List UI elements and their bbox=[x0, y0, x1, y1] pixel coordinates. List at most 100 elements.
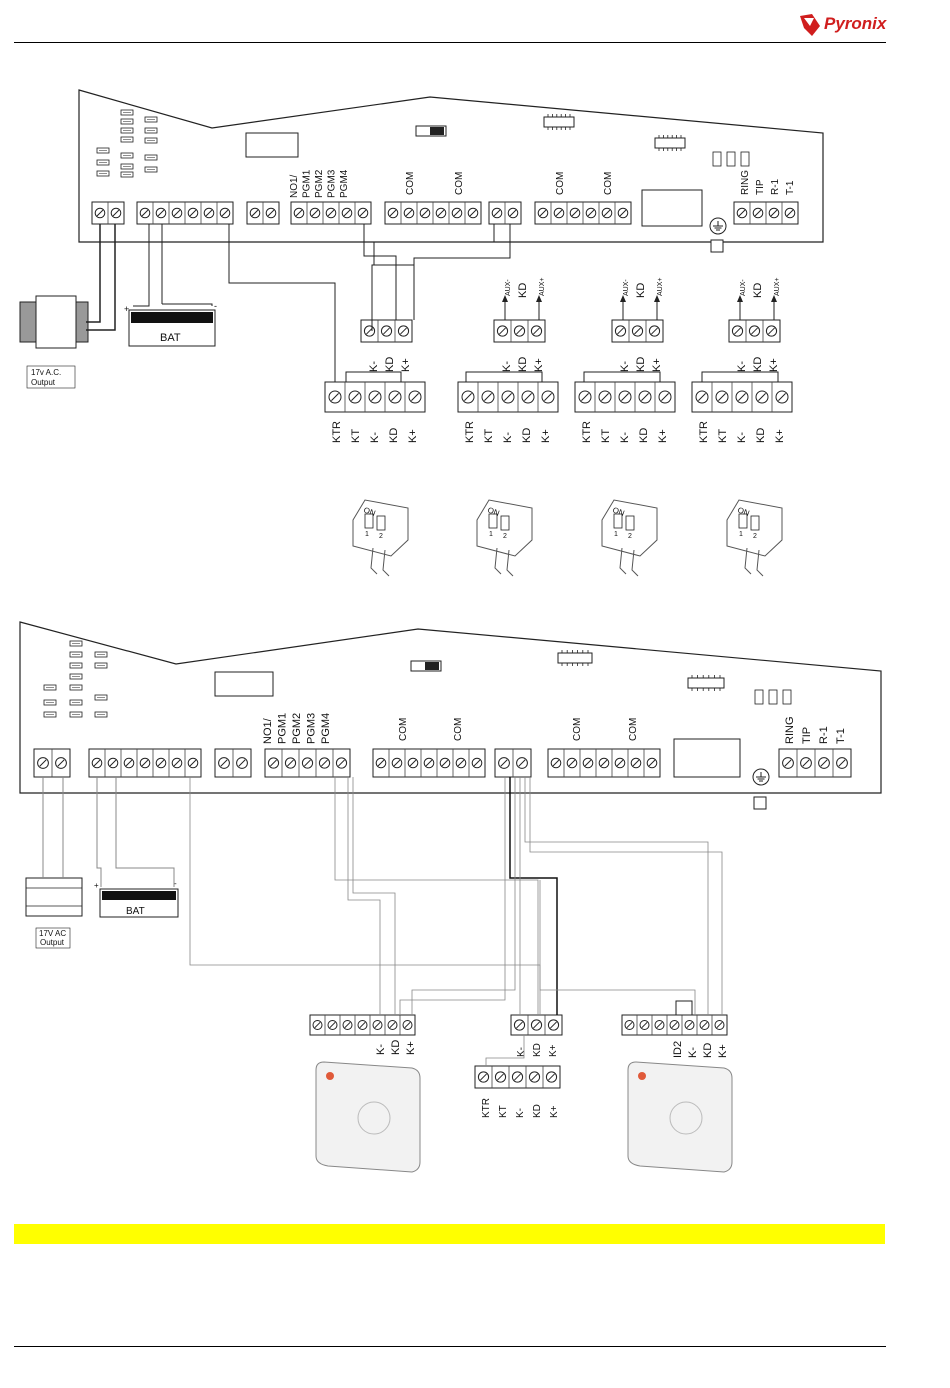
device-terminal-label: K+ bbox=[405, 1041, 417, 1055]
dip-number-label: 2 bbox=[753, 533, 757, 540]
keypad-terminal-label: KD bbox=[388, 428, 400, 443]
screw-slot bbox=[617, 327, 624, 335]
screw-slot bbox=[616, 759, 624, 767]
line-label: TIP bbox=[801, 727, 813, 744]
wire bbox=[86, 224, 116, 331]
pgm-label: PGM3 bbox=[327, 169, 338, 198]
wire bbox=[509, 777, 558, 1015]
device-terminal-label: KD bbox=[390, 1040, 402, 1055]
dip-on-label: ON bbox=[486, 505, 501, 518]
pgm-label: PGM2 bbox=[291, 713, 303, 744]
device-logo-icon bbox=[669, 1101, 703, 1135]
screw-slot bbox=[343, 209, 351, 217]
screw-slot bbox=[409, 759, 417, 767]
transformer-label-box bbox=[35, 927, 71, 949]
arrow-head-icon bbox=[502, 295, 508, 302]
device-terminal-label: ID2 bbox=[672, 1041, 684, 1058]
screw-slot bbox=[539, 209, 547, 217]
screw-slot bbox=[314, 1021, 321, 1029]
transformer-icon bbox=[25, 877, 83, 917]
aux-minus-label: AUX- bbox=[740, 279, 747, 296]
component-icon bbox=[768, 689, 778, 705]
screw-slot bbox=[632, 759, 640, 767]
device-terminal-label: KD bbox=[532, 1104, 543, 1118]
wire bbox=[485, 1035, 525, 1066]
screw-slot bbox=[509, 209, 517, 217]
screw-slot bbox=[802, 759, 810, 767]
keypad-port-label: KD bbox=[752, 357, 764, 372]
keypad-terminal-label: K+ bbox=[657, 429, 669, 443]
keypad-terminal-label: KD bbox=[521, 428, 533, 443]
screw-slot bbox=[39, 759, 47, 767]
keypad-port-label: K- bbox=[368, 361, 380, 372]
screw-slot bbox=[634, 327, 641, 335]
com-label: COM bbox=[405, 172, 416, 195]
screw-slot bbox=[389, 1021, 396, 1029]
screw-slot bbox=[304, 759, 311, 767]
screw-slot bbox=[221, 209, 229, 217]
keypad-terminal-label: K- bbox=[502, 432, 514, 443]
keypad-port-label: K+ bbox=[651, 358, 663, 372]
dip-lever-2 bbox=[750, 515, 760, 531]
module-box bbox=[641, 189, 703, 227]
dip-lever-1 bbox=[488, 513, 498, 529]
device-terminal-label: K+ bbox=[549, 1105, 560, 1118]
device-terminal-label: K+ bbox=[717, 1044, 729, 1058]
screw-slot bbox=[383, 327, 390, 335]
screw-slot bbox=[391, 393, 399, 401]
transformer-core bbox=[19, 301, 37, 343]
arrow-head-icon bbox=[536, 295, 542, 302]
keypad-port-label: KD bbox=[635, 357, 647, 372]
screw-slot bbox=[738, 209, 746, 217]
wire bbox=[363, 224, 397, 320]
device-terminal-label: KD bbox=[532, 1043, 543, 1057]
screw-slot bbox=[329, 1021, 336, 1029]
screw-slot bbox=[93, 759, 101, 767]
screw-slot bbox=[267, 209, 275, 217]
dip-on-label: ON bbox=[611, 505, 626, 518]
screw-slot bbox=[600, 759, 608, 767]
screw-slot bbox=[656, 1021, 663, 1029]
screw-slot bbox=[524, 393, 532, 401]
com-label: COM bbox=[398, 718, 409, 741]
screw-slot bbox=[141, 209, 149, 217]
screw-slot bbox=[405, 209, 413, 217]
line-label: R-1 bbox=[818, 726, 830, 744]
pgm-label: PGM2 bbox=[314, 169, 325, 198]
arrow-head-icon bbox=[654, 295, 660, 302]
screw-slot bbox=[421, 209, 429, 217]
keypad-terminal-label: KTR bbox=[698, 421, 710, 443]
screw-slot bbox=[686, 1021, 693, 1029]
arrow-head-icon bbox=[737, 295, 743, 302]
screw-slot bbox=[626, 1021, 633, 1029]
ic-chip-icon bbox=[557, 652, 593, 664]
arrow-head-icon bbox=[620, 295, 626, 302]
status-led-icon bbox=[638, 1072, 646, 1080]
wire bbox=[373, 224, 495, 265]
screw-slot bbox=[189, 759, 197, 767]
screw-slot bbox=[270, 759, 277, 767]
screw-slot bbox=[701, 1021, 708, 1029]
dip-lever-1 bbox=[613, 513, 623, 529]
screw-slot bbox=[173, 759, 181, 767]
screw-slot bbox=[751, 327, 758, 335]
aux-plus-label: AUX+ bbox=[657, 278, 664, 296]
wire bbox=[371, 264, 414, 331]
screw-slot bbox=[457, 759, 465, 767]
keypad-terminal-label: KT bbox=[717, 429, 729, 443]
brand-name: Pyronix bbox=[824, 14, 887, 33]
dip-number-label: 1 bbox=[489, 531, 493, 538]
com-label: COM bbox=[603, 172, 614, 195]
screw-slot bbox=[493, 209, 501, 217]
aux-plus-label: AUX+ bbox=[774, 278, 781, 296]
screw-slot bbox=[758, 393, 766, 401]
screw-slot bbox=[552, 759, 560, 767]
keypad-terminal-label: KT bbox=[350, 429, 362, 443]
dip-lever-1 bbox=[364, 513, 374, 529]
screw-slot bbox=[531, 1073, 538, 1081]
dip-lead bbox=[756, 549, 764, 577]
component-icon bbox=[782, 689, 792, 705]
keypad-port-label: K- bbox=[501, 361, 513, 372]
wire bbox=[189, 777, 541, 1015]
keypad-port-label: K+ bbox=[400, 358, 412, 372]
